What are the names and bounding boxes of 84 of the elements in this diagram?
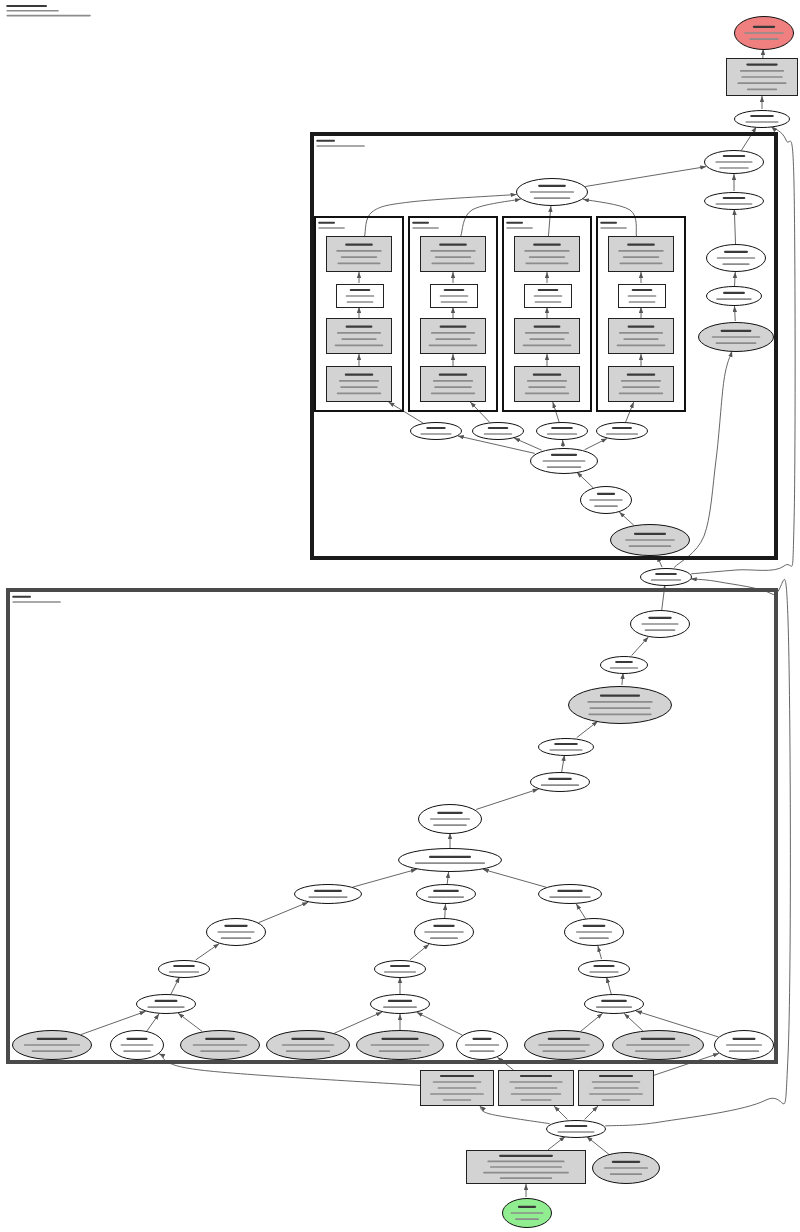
module-ellipse — [568, 685, 672, 723]
group-frame — [6, 588, 778, 1064]
module-box — [514, 318, 580, 354]
function-box — [335, 283, 383, 307]
module-box — [326, 318, 392, 354]
parameter-ellipse — [12, 1030, 92, 1060]
function-ellipse — [294, 884, 362, 904]
function-ellipse — [704, 191, 764, 209]
function-ellipse — [538, 737, 594, 755]
function-ellipse — [596, 422, 648, 440]
input-ellipse — [501, 1197, 551, 1227]
function-ellipse — [630, 610, 690, 638]
module-box — [498, 1070, 574, 1106]
module-box — [608, 318, 674, 354]
function-ellipse — [110, 1030, 164, 1060]
function-ellipse — [530, 772, 590, 792]
function-ellipse — [580, 486, 632, 514]
function-ellipse — [370, 994, 430, 1014]
function-ellipse — [414, 918, 474, 946]
module-box — [608, 236, 674, 272]
expert-frame — [408, 216, 498, 412]
function-box — [617, 283, 665, 307]
module-box — [326, 236, 392, 272]
function-ellipse — [734, 109, 790, 127]
function-ellipse — [538, 884, 602, 904]
module-box — [466, 1150, 586, 1184]
module-box — [608, 366, 674, 402]
group-frame — [310, 132, 778, 560]
module-ellipse — [610, 524, 690, 556]
function-ellipse — [600, 655, 648, 673]
edge-arrow — [560, 439, 566, 448]
edge-arrow — [356, 306, 362, 319]
expert-frame — [314, 216, 404, 412]
function-ellipse — [516, 178, 588, 206]
function-ellipse — [564, 918, 624, 946]
module-box — [420, 366, 486, 402]
edge-arrow — [638, 271, 644, 284]
function-ellipse — [456, 1030, 508, 1060]
module-box — [420, 1070, 494, 1106]
parameter-ellipse — [356, 1030, 444, 1060]
output-ellipse — [734, 15, 794, 49]
module-box — [420, 318, 486, 354]
module-ellipse — [698, 321, 774, 351]
function-ellipse — [418, 803, 482, 833]
function-ellipse — [206, 918, 266, 946]
expert-frame — [502, 216, 592, 412]
edge-arrow — [544, 306, 550, 319]
function-box — [429, 283, 477, 307]
function-ellipse — [704, 150, 764, 174]
function-ellipse — [706, 286, 762, 306]
parameter-ellipse — [524, 1030, 604, 1060]
function-ellipse — [398, 848, 502, 872]
function-ellipse — [584, 994, 644, 1014]
parameter-ellipse — [612, 1030, 704, 1060]
edge-arrow — [638, 306, 644, 319]
function-ellipse — [530, 447, 598, 473]
function-ellipse — [714, 1030, 774, 1060]
module-box — [420, 236, 486, 272]
function-ellipse — [416, 884, 476, 904]
edge-arrow — [544, 271, 550, 284]
edge-arrow — [450, 306, 456, 319]
expert-frame — [596, 216, 686, 412]
function-ellipse — [706, 244, 766, 272]
module-box — [726, 58, 798, 96]
function-ellipse — [536, 422, 588, 440]
function-ellipse — [578, 959, 630, 977]
function-ellipse — [374, 959, 426, 977]
edge-arrow — [356, 271, 362, 284]
parameter-ellipse — [180, 1030, 260, 1060]
module-box — [578, 1070, 654, 1106]
function-ellipse — [640, 567, 692, 585]
module-box — [514, 366, 580, 402]
function-ellipse — [158, 959, 210, 977]
parameter-ellipse — [266, 1030, 350, 1060]
function-ellipse — [546, 1119, 606, 1137]
module-box — [326, 366, 392, 402]
parameter-ellipse — [592, 1152, 660, 1184]
function-box — [523, 283, 571, 307]
function-ellipse — [136, 994, 196, 1014]
function-ellipse — [410, 422, 462, 440]
function-ellipse — [472, 422, 524, 440]
edge-arrow — [760, 48, 766, 59]
module-box — [514, 236, 580, 272]
edge-arrow — [450, 271, 456, 284]
